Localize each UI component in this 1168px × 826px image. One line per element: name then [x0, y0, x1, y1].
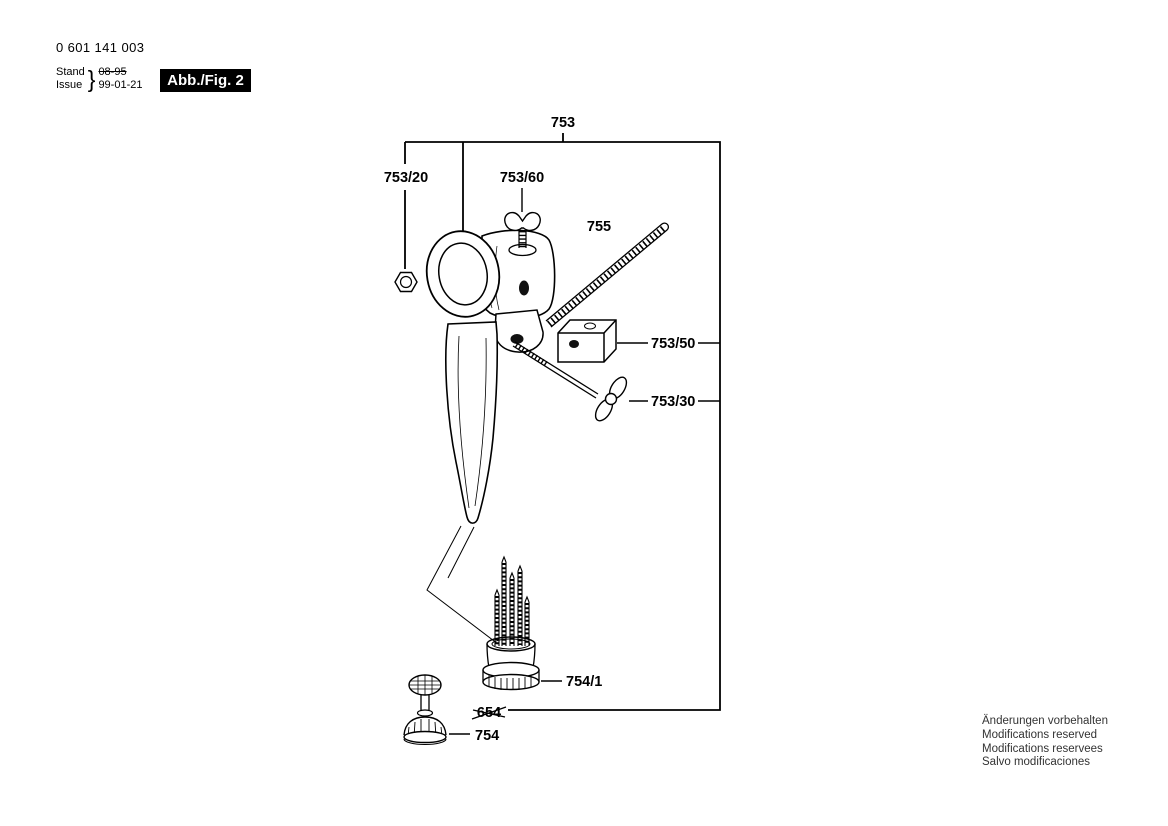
leader-lines: [426, 188, 720, 735]
label-753: 753: [551, 115, 575, 131]
label-754-1: 754/1: [566, 674, 602, 690]
label-755: 755: [587, 219, 611, 235]
nut-part: [394, 271, 418, 293]
part-number: 0 601 141 003: [56, 40, 145, 55]
footer-notes: Änderungen vorbehalten Modifications res…: [982, 715, 1108, 770]
revision-values: 08-95 99-01-21: [98, 66, 142, 92]
wing-bolt-part: [512, 341, 628, 422]
label-753-60: 753/60: [500, 170, 544, 186]
footer-line-es: Salvo modificaciones: [982, 756, 1091, 769]
footer-line-en: Modifications reserved: [982, 728, 1098, 741]
label-753-50: 753/50: [651, 336, 695, 352]
revision-block: Stand Issue } 08-95 99-01-21: [56, 66, 142, 92]
label-753-30: 753/30: [651, 394, 695, 410]
label-654-strike: [471, 706, 507, 720]
frame-753: [404, 133, 721, 711]
depth-rod-part: [545, 222, 670, 328]
stand-value: 08-95: [98, 66, 127, 78]
revision-brace: }: [87, 66, 96, 92]
issue-label: Issue: [56, 79, 83, 91]
depth-stop-part: [403, 674, 447, 746]
label-754: 754: [475, 728, 499, 744]
clamp-lower: [494, 309, 544, 353]
drill-handle: [445, 321, 499, 524]
revision-labels: Stand Issue: [56, 66, 85, 92]
footer-line-fr: Modifications reservees: [982, 742, 1103, 755]
figure-badge: Abb./Fig. 2: [160, 69, 251, 92]
wing-screw-part: [504, 211, 541, 296]
stand-label: Stand: [56, 66, 85, 78]
issue-value: 99-01-21: [98, 79, 143, 91]
drill-bits: [494, 555, 530, 646]
label-753-20: 753/20: [384, 170, 428, 186]
clamp-ring: [425, 230, 501, 318]
footer-line-de: Änderungen vorbehalten: [982, 715, 1108, 727]
bit-holder-part: [482, 555, 540, 691]
clamp-block-part: [557, 319, 617, 363]
